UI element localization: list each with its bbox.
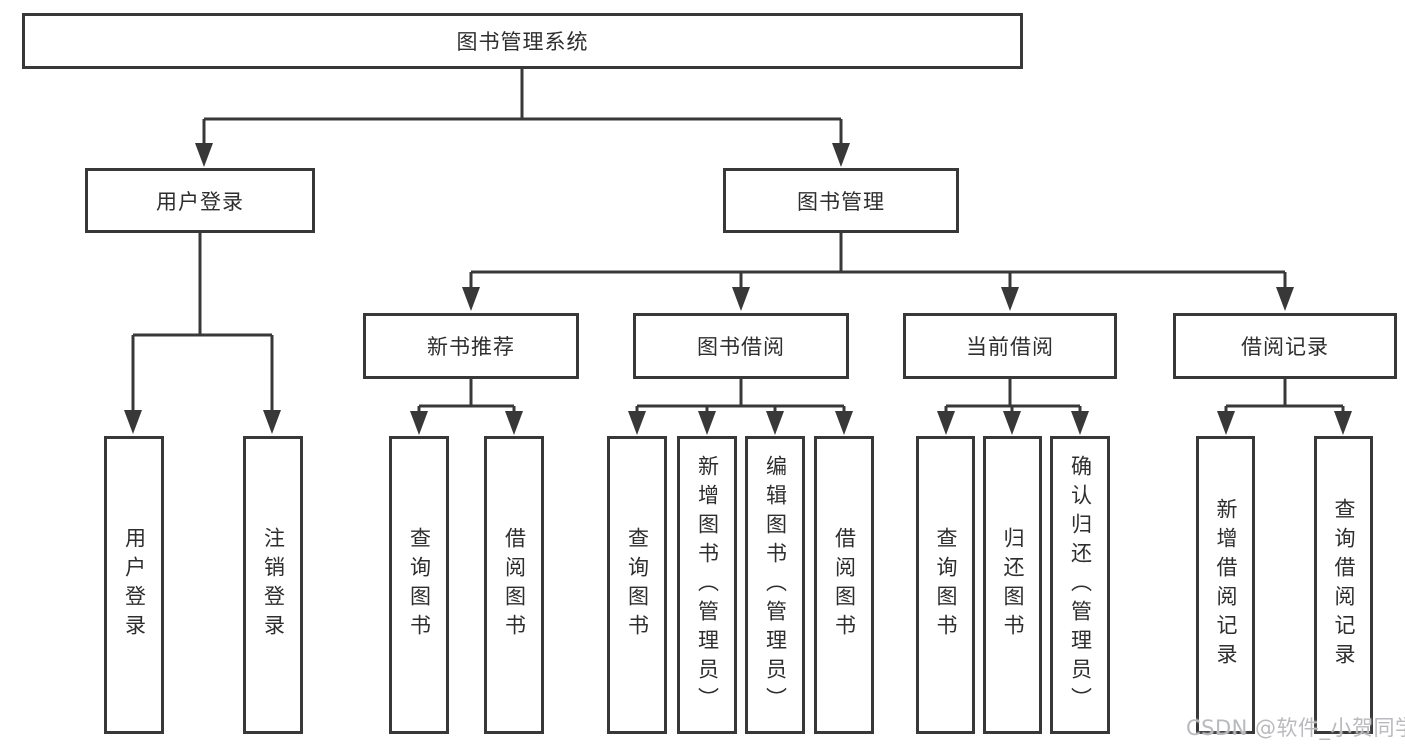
leaf-logout: 注销登录 <box>243 436 303 734</box>
leaf-edit-book-admin: 编辑图书（管理员） <box>745 436 805 734</box>
leaf-return-book: 归还图书 <box>983 436 1042 734</box>
leaf-search-borrow-record: 查询借阅记录 <box>1314 436 1373 734</box>
node-root: 图书管理系统 <box>22 13 1023 69</box>
arrowheads <box>124 143 1352 435</box>
leaf-user-login: 用户登录 <box>104 436 164 734</box>
watermark: CSDN @软件_小贺同学 <box>1186 716 1405 740</box>
node-borrowing-records: 借阅记录 <box>1173 313 1397 379</box>
node-current-borrowing: 当前借阅 <box>903 313 1117 379</box>
leaf-borrow-books-recommend: 借阅图书 <box>484 436 544 734</box>
leaf-borrow-books-borrowing: 借阅图书 <box>814 436 874 734</box>
node-book-management: 图书管理 <box>723 168 959 233</box>
leaf-add-book-admin: 新增图书（管理员） <box>677 436 737 734</box>
node-book-borrowing: 图书借阅 <box>633 313 849 379</box>
leaf-add-borrow-record: 新增借阅记录 <box>1196 436 1255 734</box>
leaf-search-books-current: 查询图书 <box>916 436 975 734</box>
node-new-book-recommendation: 新书推荐 <box>363 313 579 379</box>
leaf-search-books-borrowing: 查询图书 <box>607 436 667 734</box>
leaf-search-books-recommend: 查询图书 <box>389 436 449 734</box>
node-user-login: 用户登录 <box>85 168 315 233</box>
leaf-confirm-return-admin: 确认归还（管理员） <box>1050 436 1110 734</box>
